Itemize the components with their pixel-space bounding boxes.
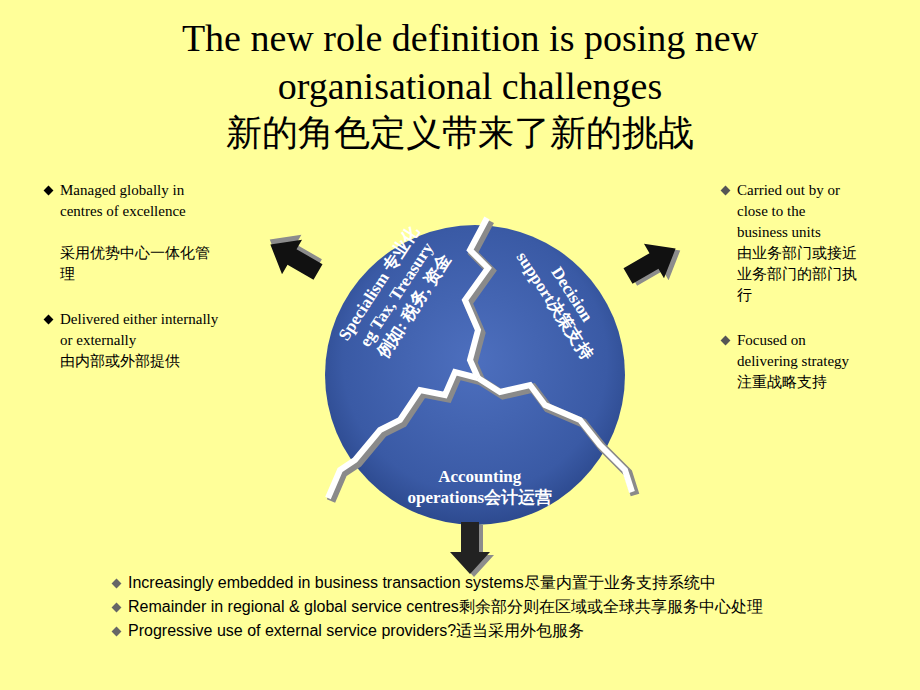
bullet-diamond xyxy=(112,626,122,636)
bullet-text: 采用优势中心一体化管理 xyxy=(60,243,222,285)
bullet-diamond xyxy=(112,602,122,612)
sector-region: Decisionsupport决策支持 xyxy=(507,232,618,368)
bullet-text: Increasingly embedded in business transa… xyxy=(128,573,888,593)
bullet-text: Progressive use of external service prov… xyxy=(128,621,888,641)
bullet-text: 由业务部门或接近业务部门的部门执行 xyxy=(737,243,869,306)
bullet-text: Focused on delivering strategy xyxy=(737,330,867,372)
role-circle xyxy=(325,225,625,525)
sector-label: Accounting xyxy=(408,466,553,487)
bullet-diamond xyxy=(721,186,731,196)
bullet-diamond xyxy=(721,336,731,346)
sector-region: Accountingoperations会计运营 xyxy=(404,464,557,510)
bullet-diamond xyxy=(44,186,54,196)
bullet-diamond xyxy=(112,578,122,588)
crack-line xyxy=(328,218,632,498)
bullet-text: Managed globally in centres of excellenc… xyxy=(60,180,202,222)
bullet-diamond xyxy=(44,315,54,325)
arrow-left xyxy=(258,222,330,289)
arrow-right xyxy=(618,230,690,297)
bullet-text: Remainder in regional & global service c… xyxy=(128,597,908,617)
arrow-down xyxy=(450,522,494,577)
bullet-text: Delivered either internally or externall… xyxy=(60,309,222,351)
sector-label: operations会计运营 xyxy=(408,487,553,508)
slide-title: The new role definition is posing new or… xyxy=(140,14,800,110)
sector-region: Specialism 专业化eg Tax, Treasury例如: 税务, 资金 xyxy=(329,217,462,371)
bullet-text: 注重战略支持 xyxy=(737,372,887,393)
subtitle: 新的角色定义带来了新的挑战 xyxy=(160,112,760,154)
bullet-text: Carried out by or close to the business … xyxy=(737,180,847,243)
bullet-text: 由内部或外部提供 xyxy=(60,351,222,372)
